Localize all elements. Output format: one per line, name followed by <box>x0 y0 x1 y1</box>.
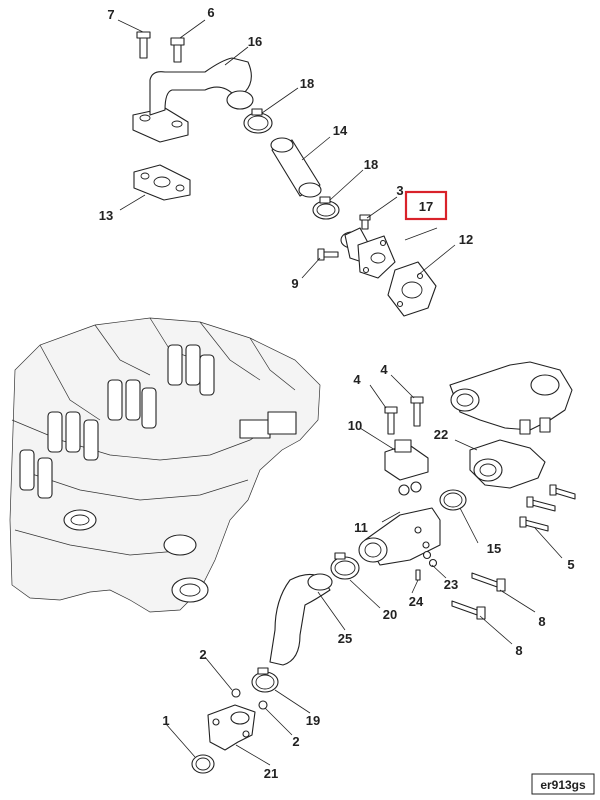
stud-24 <box>415 569 421 581</box>
bolt-6 <box>170 37 185 63</box>
callout-13[interactable]: 13 <box>99 208 113 223</box>
callout-21[interactable]: 21 <box>264 766 278 781</box>
callout-17[interactable]: 17 <box>419 199 433 214</box>
callout-2-lower[interactable]: 2 <box>292 734 299 749</box>
o-ring-15 <box>439 489 467 511</box>
reference-code-text: er913gs <box>540 778 586 792</box>
callout-4-right[interactable]: 4 <box>380 362 388 377</box>
callout-18-upper[interactable]: 18 <box>300 76 314 91</box>
inlet-housing-11 <box>358 507 441 566</box>
valve-springs <box>19 344 215 499</box>
reference-code-box <box>531 773 595 795</box>
gasket-12 <box>387 261 437 317</box>
hose-clamp-20 <box>330 552 360 580</box>
callout-labels: 7 6 16 18 14 18 3 17 12 13 9 4 4 10 22 1… <box>99 5 575 781</box>
callout-18-lower[interactable]: 18 <box>364 157 378 172</box>
callout-5[interactable]: 5 <box>567 557 574 572</box>
stud-2-upper <box>231 688 241 698</box>
hose-25 <box>269 573 333 666</box>
stud-2-lower <box>258 700 268 710</box>
callout-19[interactable]: 19 <box>306 713 320 728</box>
callout-3[interactable]: 3 <box>396 183 403 198</box>
water-outlet-22 <box>449 361 573 489</box>
stud-23 <box>422 550 438 568</box>
engine-cylinder-head <box>9 317 321 613</box>
hose-clamp-18-upper <box>243 108 273 134</box>
callout-25[interactable]: 25 <box>338 631 352 646</box>
callout-8-upper[interactable]: 8 <box>538 614 545 629</box>
callout-11[interactable]: 11 <box>354 520 368 535</box>
callout-10[interactable]: 10 <box>348 418 362 433</box>
bolt-4-left <box>384 406 398 435</box>
inlet-elbow-21 <box>207 704 256 751</box>
callout-9[interactable]: 9 <box>291 276 298 291</box>
callout-6[interactable]: 6 <box>207 5 214 20</box>
callout-2-upper[interactable]: 2 <box>199 647 206 662</box>
bolts-5 <box>519 484 576 532</box>
bolt-3 <box>359 214 371 230</box>
o-ring-1 <box>191 754 215 774</box>
callout-22[interactable]: 22 <box>434 427 448 442</box>
callout-7[interactable]: 7 <box>107 7 114 22</box>
callout-8-lower[interactable]: 8 <box>515 643 522 658</box>
bolt-7 <box>136 31 151 59</box>
hose-clamp-18-lower <box>312 196 340 220</box>
leader-lines <box>117 19 563 766</box>
hose-14 <box>270 137 322 198</box>
callout-1[interactable]: 1 <box>162 713 169 728</box>
bolt-9 <box>317 248 339 261</box>
callout-23[interactable]: 23 <box>444 577 458 592</box>
reference-code: er913gs <box>531 773 595 795</box>
bolt-8-upper <box>471 572 506 592</box>
thermostat-housing-10 <box>384 439 429 496</box>
callout-4-left[interactable]: 4 <box>353 372 361 387</box>
callout-16[interactable]: 16 <box>248 34 262 49</box>
callout-20[interactable]: 20 <box>383 607 397 622</box>
pipe-16 <box>132 57 254 143</box>
callout-14[interactable]: 14 <box>333 123 348 138</box>
hose-clamp-19 <box>251 667 279 693</box>
callout-12[interactable]: 12 <box>459 232 473 247</box>
callout-24[interactable]: 24 <box>409 594 424 609</box>
bolt-4-right <box>410 396 424 427</box>
callout-15[interactable]: 15 <box>487 541 501 556</box>
outlet-housing-17 <box>340 227 396 279</box>
gasket-13 <box>133 164 191 201</box>
highlight-box-17 <box>404 190 448 221</box>
